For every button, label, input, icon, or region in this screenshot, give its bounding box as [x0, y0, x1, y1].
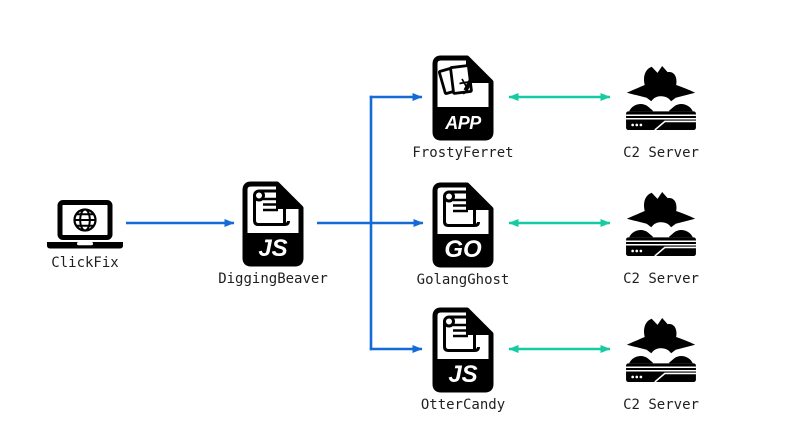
- hacker-laptop-icon: [626, 191, 696, 256]
- file-type-badge: APP: [444, 113, 482, 133]
- app-pages-glyph: [437, 64, 481, 95]
- node-label-clickfix: ClickFix: [51, 255, 119, 271]
- node-label-c2-middle: C2 Server: [623, 271, 699, 287]
- node-c2-server-middle: C2 Server: [591, 190, 731, 287]
- file-js-icon: JS: [242, 181, 304, 267]
- file-app-icon: APP: [432, 55, 494, 141]
- file-type-badge: JS: [448, 361, 477, 388]
- shoulders: [629, 104, 693, 112]
- file-js-icon: JS: [432, 307, 494, 393]
- hacker-laptop-icon: [626, 317, 696, 382]
- node-label-diggingbeaver: DiggingBeaver: [218, 271, 328, 287]
- file-go-icon: GO: [432, 182, 494, 268]
- file-type-badge: GO: [444, 236, 482, 263]
- file-type-badge: JS: [258, 235, 287, 262]
- spy-hat: [626, 317, 696, 354]
- node-label-ottercandy: OtterCandy: [420, 397, 506, 413]
- node-clickfix: ClickFix: [15, 200, 155, 271]
- node-c2-server-top: C2 Server: [591, 64, 731, 161]
- node-label-c2-bottom: C2 Server: [623, 397, 699, 413]
- node-label-c2-top: C2 Server: [623, 145, 699, 161]
- spy-hat: [626, 65, 696, 102]
- folded-corner: [276, 184, 301, 209]
- spy-hat: [626, 191, 696, 228]
- node-ottercandy: JS OtterCandy: [393, 307, 533, 413]
- folded-corner: [466, 185, 491, 210]
- node-label-golangghost: GolangGhost: [416, 272, 510, 288]
- node-frostyferret: APP FrostyFerret: [393, 55, 533, 161]
- globe-glyph: [73, 208, 97, 232]
- scroll-glyph: [253, 189, 290, 226]
- node-diggingbeaver: JS DiggingBeaver: [203, 181, 343, 287]
- shoulders: [629, 356, 693, 364]
- node-label-frostyferret: FrostyFerret: [412, 145, 514, 161]
- scroll-glyph: [443, 315, 480, 352]
- shoulders: [629, 230, 693, 238]
- hacker-laptop-icon: [626, 65, 696, 130]
- node-c2-server-bottom: C2 Server: [591, 316, 731, 413]
- node-golangghost: GO GolangGhost: [393, 182, 533, 288]
- scroll-glyph: [443, 190, 480, 227]
- laptop-globe-icon: [47, 200, 123, 249]
- folded-corner: [466, 310, 491, 335]
